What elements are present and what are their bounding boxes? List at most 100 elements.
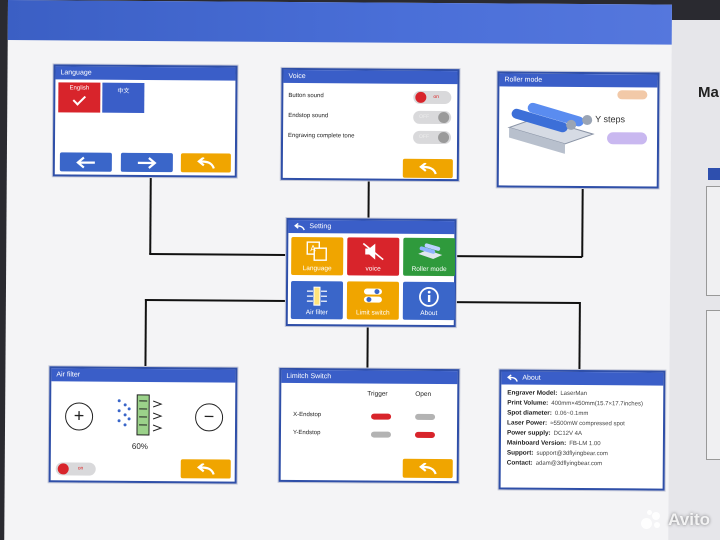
- return-arrow-icon: [418, 462, 437, 474]
- toggle-knob: [438, 131, 450, 143]
- next-button[interactable]: [120, 152, 173, 173]
- tile-label: Air filter: [305, 309, 328, 317]
- x-endstop-trigger-indicator: [371, 413, 392, 420]
- voice-row-label: Endstop sound: [288, 112, 329, 120]
- connector-line: [578, 301, 581, 373]
- about-key: Contact:: [506, 459, 533, 467]
- toggle-state: OFF: [419, 113, 430, 120]
- complete-tone-toggle[interactable]: OFF: [413, 130, 452, 144]
- return-arrow-icon[interactable]: [506, 373, 518, 382]
- connector-line: [581, 187, 584, 258]
- language-option-label: English: [69, 85, 90, 92]
- about-screen: About Engraver Model:LaserMan Print Volu…: [498, 369, 666, 491]
- about-value: FB-LM 1.00: [569, 440, 601, 448]
- setting-header: Setting: [288, 219, 455, 235]
- tile-voice[interactable]: voice: [347, 237, 400, 276]
- increase-button[interactable]: +: [64, 402, 94, 431]
- adjacent-page-heading: Ma: [698, 84, 719, 101]
- x-endstop-open-indicator: [415, 413, 436, 420]
- limit-switch-screen: Limitch Switch Trigger Open X-Endstop Y-…: [278, 367, 460, 484]
- voice-row-button-sound: Button sound on: [288, 88, 452, 105]
- limit-switch-title: Limitch Switch: [281, 369, 458, 385]
- return-arrow-icon[interactable]: [293, 222, 305, 230]
- endstop-sound-toggle[interactable]: OFF: [413, 110, 452, 124]
- prev-button[interactable]: [59, 152, 112, 172]
- about-key: Mainboard Version:: [506, 439, 567, 447]
- connector-line: [453, 301, 580, 304]
- about-key: Print Volume:: [507, 399, 549, 407]
- about-key: Engraver Model:: [507, 389, 558, 397]
- adjacent-page-bar: [708, 168, 720, 180]
- column-trigger: Trigger: [367, 390, 388, 398]
- about-value: support@3dflyingbear.com: [536, 450, 608, 458]
- tile-roller-mode[interactable]: Roller mode: [403, 237, 456, 277]
- about-info-list: Engraver Model:LaserMan Print Volume:400…: [501, 384, 664, 473]
- tile-limit-switch[interactable]: Limit switch: [346, 281, 400, 320]
- back-button[interactable]: [402, 158, 453, 179]
- x-endstop-label: X-Endstop: [293, 412, 322, 419]
- voice-screen: Voice Button sound on Endstop sound OFF …: [280, 67, 460, 182]
- return-arrow-icon: [419, 162, 437, 174]
- tile-label: Roller mode: [411, 265, 447, 274]
- toggle-knob: [57, 463, 69, 475]
- back-button[interactable]: [180, 459, 231, 479]
- voice-title: Voice: [283, 69, 458, 85]
- mute-speaker-icon: [362, 242, 384, 261]
- about-value: 0.06~0.1mm: [554, 410, 589, 418]
- rotary-roller-icon: [507, 102, 595, 154]
- arrow-left-icon: [76, 156, 95, 168]
- connector-line: [367, 180, 370, 221]
- toggle-state: on: [77, 465, 84, 472]
- tile-label: Language: [302, 265, 332, 273]
- page-header-band: [7, 0, 672, 45]
- y-endstop-label: Y-Endstop: [292, 430, 321, 437]
- tile-label: About: [420, 309, 438, 318]
- button-sound-toggle[interactable]: on: [413, 90, 452, 104]
- return-arrow-icon: [196, 462, 215, 475]
- connector-line: [149, 173, 152, 255]
- language-option-english[interactable]: English: [58, 82, 101, 113]
- info-icon: [419, 287, 439, 307]
- toggle-switch-icon: [363, 288, 382, 303]
- column-open: Open: [415, 390, 432, 398]
- language-title: Language: [55, 66, 236, 81]
- tile-about[interactable]: About: [402, 281, 456, 321]
- about-key: Laser Power:: [507, 419, 548, 427]
- watermark-text: Avito: [668, 510, 710, 529]
- toggle-knob: [415, 91, 427, 103]
- language-option-chinese[interactable]: 中文: [102, 82, 145, 113]
- tile-label: voice: [365, 265, 381, 273]
- watermark-logo-icon: [641, 510, 663, 530]
- roller-icon: [418, 243, 443, 259]
- connector-line: [144, 298, 147, 369]
- connector-line: [149, 252, 286, 256]
- voice-row-complete-tone: Engraving complete tone OFF: [288, 128, 452, 145]
- roller-control-pill[interactable]: [617, 90, 648, 100]
- translate-icon: A: [306, 241, 327, 261]
- tile-label: Limit switch: [356, 309, 390, 317]
- air-filter-toggle[interactable]: on: [55, 462, 96, 476]
- voice-row-label: Button sound: [288, 92, 324, 100]
- return-arrow-icon: [197, 156, 215, 169]
- about-header: About: [501, 371, 664, 386]
- roller-title: Roller mode: [499, 73, 658, 88]
- roller-mode-screen: Roller mode Y steps: [496, 71, 660, 189]
- tile-language[interactable]: A Language: [291, 236, 344, 276]
- back-button[interactable]: [180, 153, 231, 173]
- watermark: Avito: [641, 510, 710, 530]
- air-filter-screen: Air filter + 60% − on: [48, 366, 238, 484]
- toggle-knob: [438, 111, 450, 123]
- tile-air-filter[interactable]: Air filter: [290, 280, 344, 320]
- adjacent-page-box: [706, 186, 720, 296]
- about-key: Spot diameter:: [507, 409, 552, 417]
- connector-line: [144, 298, 289, 302]
- filter-level: 60%: [131, 441, 148, 451]
- y-endstop-open-indicator: [414, 431, 435, 438]
- connector-line: [366, 324, 369, 371]
- y-steps-input[interactable]: [607, 132, 648, 145]
- decrease-button[interactable]: −: [194, 403, 224, 432]
- back-button[interactable]: [402, 458, 453, 479]
- adjacent-page: Ma: [668, 20, 720, 540]
- about-key: Power supply:: [506, 429, 551, 437]
- air-filter-title: Air filter: [51, 368, 236, 383]
